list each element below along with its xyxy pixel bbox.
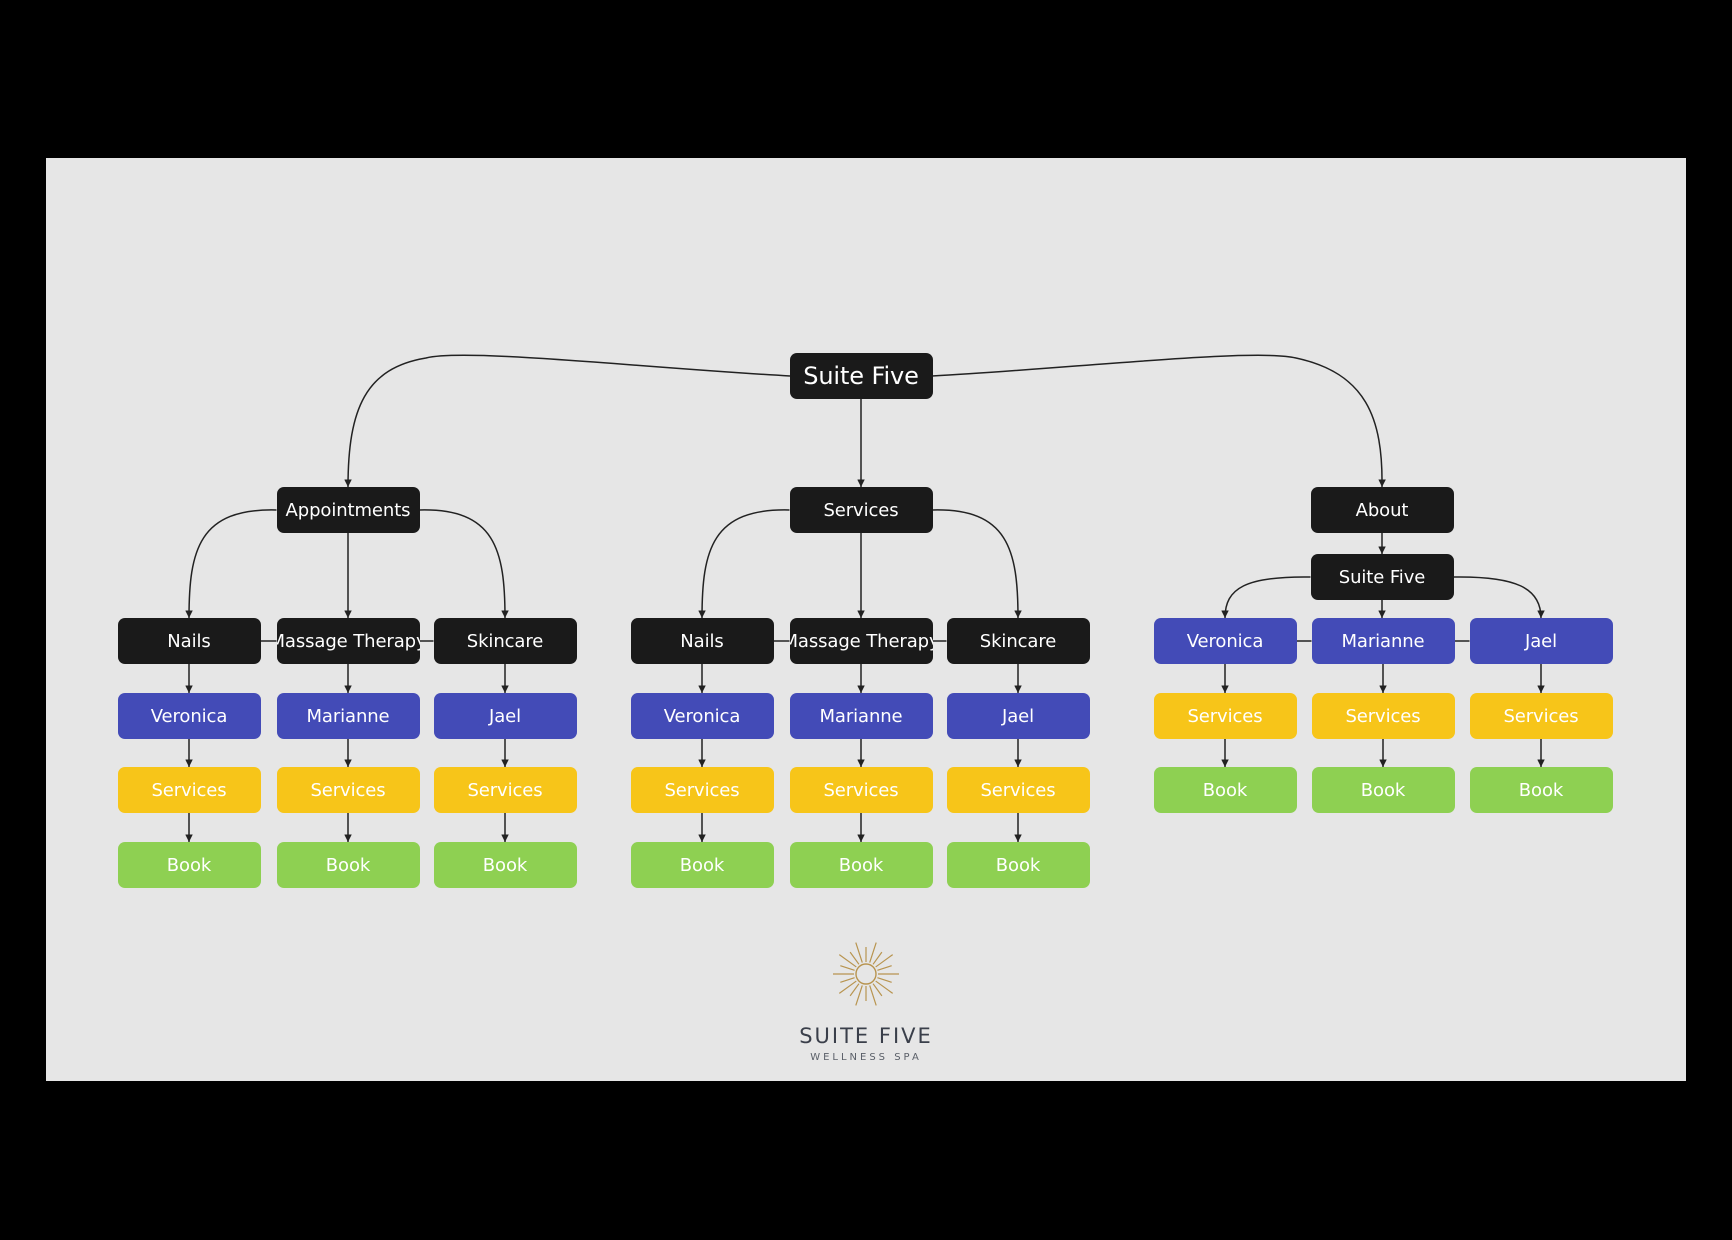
connector-line-10: [1221, 576, 1311, 619]
about-book-1[interactable]: Book: [1153, 767, 1297, 813]
sun-ray: [838, 954, 857, 968]
sun-ray: [869, 985, 877, 1006]
brand-logo: SUITE FIVE WELLNESS SPA: [766, 940, 966, 1070]
sun-ray: [872, 951, 883, 965]
svc-services-2[interactable]: Services: [789, 767, 933, 813]
sun-ray: [849, 951, 860, 965]
svc-book-1[interactable]: Book: [630, 842, 774, 888]
svc-person-veronica[interactable]: Veronica: [630, 693, 774, 739]
appt-book-3[interactable]: Book: [433, 842, 577, 888]
svc-book-3[interactable]: Book: [946, 842, 1090, 888]
section-about[interactable]: About: [1310, 487, 1454, 533]
appt-services-2[interactable]: Services: [276, 767, 420, 813]
connector-line-8: [932, 509, 1022, 619]
svc-person-jael[interactable]: Jael: [946, 693, 1090, 739]
appt-book-2[interactable]: Book: [276, 842, 420, 888]
about-services-2[interactable]: Services: [1311, 693, 1455, 739]
sun-ray: [849, 983, 860, 997]
svc-person-marianne[interactable]: Marianne: [789, 693, 933, 739]
svc-services-1[interactable]: Services: [630, 767, 774, 813]
sun-icon: [833, 942, 899, 1006]
appt-person-marianne[interactable]: Marianne: [276, 693, 420, 739]
about-services-1[interactable]: Services: [1153, 693, 1297, 739]
about-person-marianne[interactable]: Marianne: [1311, 618, 1455, 664]
connector-line-3: [185, 509, 277, 619]
appt-book-1[interactable]: Book: [117, 842, 261, 888]
sun-ray: [877, 977, 892, 983]
root-node[interactable]: Suite Five: [789, 353, 933, 399]
about-book-3[interactable]: Book: [1469, 767, 1613, 813]
svc-book-2[interactable]: Book: [789, 842, 933, 888]
section-appointments[interactable]: Appointments: [276, 487, 420, 533]
appt-person-veronica[interactable]: Veronica: [117, 693, 261, 739]
sun-ray: [875, 980, 894, 994]
sun-core: [855, 963, 877, 985]
connector-lines: [185, 354, 1545, 842]
svc-category-skincare[interactable]: Skincare: [946, 618, 1090, 664]
section-services[interactable]: Services: [789, 487, 933, 533]
sun-ray: [869, 942, 877, 963]
sun-ray: [855, 942, 863, 963]
sun-ray: [875, 954, 894, 968]
appt-person-jael[interactable]: Jael: [433, 693, 577, 739]
brand-name: SUITE FIVE: [799, 1024, 933, 1048]
sitemap-canvas: Suite Five Appointments Services About S…: [46, 158, 1686, 1081]
about-services-3[interactable]: Services: [1469, 693, 1613, 739]
about-person-veronica[interactable]: Veronica: [1153, 618, 1297, 664]
about-person-jael[interactable]: Jael: [1469, 618, 1613, 664]
appt-category-massage[interactable]: Massage Therapy: [276, 618, 420, 664]
sun-ray: [840, 965, 855, 971]
appt-category-nails[interactable]: Nails: [117, 618, 261, 664]
svc-category-massage[interactable]: Massage Therapy: [789, 618, 933, 664]
connector-line-2: [931, 354, 1386, 488]
connector-line-5: [419, 509, 509, 619]
sun-ray: [855, 985, 863, 1006]
svc-category-nails[interactable]: Nails: [630, 618, 774, 664]
connector-line-6: [698, 509, 790, 619]
sun-ray: [872, 983, 883, 997]
appt-category-skincare[interactable]: Skincare: [433, 618, 577, 664]
appt-services-3[interactable]: Services: [433, 767, 577, 813]
sun-ray: [840, 977, 855, 983]
connector-line-12: [1453, 576, 1545, 619]
svc-services-3[interactable]: Services: [946, 767, 1090, 813]
brand-tagline: WELLNESS SPA: [810, 1052, 922, 1063]
sun-ray: [877, 965, 892, 971]
about-suite-five[interactable]: Suite Five: [1310, 554, 1454, 600]
about-book-2[interactable]: Book: [1311, 767, 1455, 813]
appt-services-1[interactable]: Services: [117, 767, 261, 813]
sun-ray: [838, 980, 857, 994]
connector-line-0: [344, 354, 791, 488]
